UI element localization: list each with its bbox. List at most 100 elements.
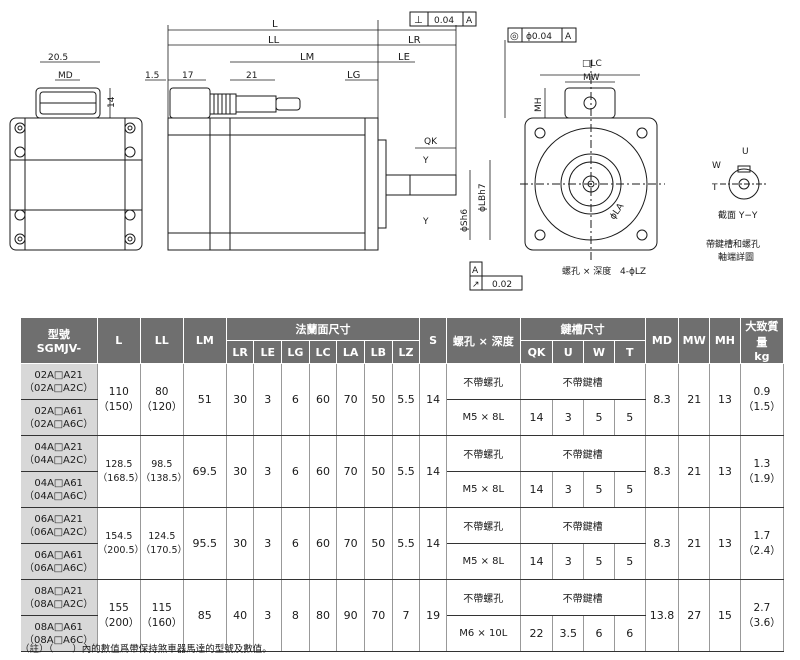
model-cell: 06A□A21（06A□A2C） xyxy=(20,507,98,544)
header-mass-label: 大致質量 xyxy=(745,320,779,349)
cell-U: 3 xyxy=(552,543,585,580)
cell-LR: 30 xyxy=(226,507,255,580)
cell-LG: 6 xyxy=(281,435,310,508)
dim-LM: LM xyxy=(300,52,314,63)
cell-LA: 70 xyxy=(336,435,365,508)
dim-17: 17 xyxy=(182,71,193,81)
cell-LE: 3 xyxy=(253,507,283,580)
cell-key-none: 不帶鍵槽 xyxy=(520,435,646,472)
cell-LC: 80 xyxy=(309,579,338,652)
section-note-1: 帶鍵槽和螺孔 xyxy=(706,238,760,250)
model-code: 04A□A61 xyxy=(34,477,83,489)
model-code: 02A□A21 xyxy=(34,369,83,381)
cell-LL: 115（160） xyxy=(140,579,184,652)
cell-L-brake: （200.5） xyxy=(97,544,144,556)
cell-T: 6 xyxy=(614,615,646,652)
header-MH: MH xyxy=(709,317,741,364)
dim-LR: LR xyxy=(408,35,421,46)
cell-mass: 1.7（2.4） xyxy=(740,507,785,580)
model-cell: 06A□A61（06A□A6C） xyxy=(20,543,98,580)
cell-mass-brake: （1.9） xyxy=(743,472,781,485)
cell-LZ: 5.5 xyxy=(392,363,421,436)
cell-mass-main: 0.9 xyxy=(753,385,771,398)
model-code-brake: （08A□A6C） xyxy=(24,634,94,646)
section-y-y xyxy=(720,165,768,200)
model-code: 06A□A21 xyxy=(34,513,83,525)
cell-LM: 95.5 xyxy=(183,507,227,580)
cell-screw-none: 不帶螺孔 xyxy=(446,435,521,472)
cell-QK: 14 xyxy=(520,543,554,580)
front-view xyxy=(520,60,665,260)
cell-LC: 60 xyxy=(309,507,338,580)
cell-screw: M5 × 8L xyxy=(446,399,521,436)
cell-LM: 85 xyxy=(183,579,227,652)
cell-L-main: 155 xyxy=(108,601,129,614)
cell-MD: 8.3 xyxy=(645,507,680,580)
lz-label: 4-ϕLZ xyxy=(620,267,646,277)
header-T: T xyxy=(613,340,646,364)
header-key: 鍵槽尺寸 xyxy=(519,317,646,341)
cell-key-none: 不帶鍵槽 xyxy=(520,363,646,400)
header-LE: LE xyxy=(253,340,283,364)
dim-T: T xyxy=(711,183,718,193)
dimension-lines xyxy=(40,20,640,240)
header-LG: LG xyxy=(281,340,310,364)
concentricity-symbol: ◎ xyxy=(510,31,519,42)
header-QK: QK xyxy=(519,340,554,364)
cell-LR: 30 xyxy=(226,435,255,508)
header-mass-unit: kg xyxy=(754,350,770,363)
dim-LE: LE xyxy=(398,52,410,63)
model-cell: 04A□A61（04A□A6C） xyxy=(20,471,98,508)
cell-LB: 50 xyxy=(364,363,393,436)
cell-L-brake: （150） xyxy=(98,400,140,413)
header-LC: LC xyxy=(308,340,338,364)
cell-QK: 22 xyxy=(520,615,554,652)
perp-value: 0.04 xyxy=(434,16,454,26)
dimension-drawing: L LL LM LR LE LG 20.5 MD 14 1.5 17 21 QK… xyxy=(9,11,768,291)
cell-LR: 40 xyxy=(226,579,255,652)
header-S: S xyxy=(419,317,447,364)
cell-mass-main: 1.3 xyxy=(753,457,771,470)
header-L: L xyxy=(96,317,141,364)
cell-screw: M6 × 10L xyxy=(446,615,521,652)
cell-LG: 6 xyxy=(281,507,310,580)
model-cell: 08A□A61（08A□A6C） xyxy=(20,615,98,652)
dim-W: W xyxy=(712,161,721,171)
cell-U: 3.5 xyxy=(552,615,585,652)
header-screw: 螺孔 × 深度 xyxy=(445,317,521,364)
dim-MH: MH xyxy=(534,97,544,112)
cell-MD: 13.8 xyxy=(645,579,680,652)
dim-LB: ϕLBh7 xyxy=(478,183,488,212)
cell-MH: 13 xyxy=(709,435,741,508)
cell-LA: 90 xyxy=(336,579,365,652)
cell-LA: 70 xyxy=(336,507,365,580)
cell-LC: 60 xyxy=(309,363,338,436)
cell-mass: 2.7（3.6） xyxy=(740,579,785,652)
header-LB: LB xyxy=(364,340,393,364)
cell-LZ: 5.5 xyxy=(392,435,421,508)
concentricity-datum: A xyxy=(565,32,572,42)
screw-depth-label: 螺孔 × 深度 xyxy=(562,265,611,277)
header-LZ: LZ xyxy=(391,340,421,364)
cell-L-main: 154.5 xyxy=(105,530,133,542)
cell-U: 3 xyxy=(552,399,585,436)
cell-LR: 30 xyxy=(226,363,255,436)
cell-W: 6 xyxy=(583,615,615,652)
model-code: 06A□A61 xyxy=(34,549,83,561)
cell-mass: 0.9（1.5） xyxy=(740,363,785,436)
model-cell: 04A□A21（04A□A2C） xyxy=(20,435,98,472)
cell-LL-main: 115 xyxy=(151,601,172,614)
dim-U: U xyxy=(742,147,749,157)
section-mark-Y-bottom: Y xyxy=(422,217,429,227)
cell-MW: 21 xyxy=(678,363,711,436)
rear-view xyxy=(9,87,143,251)
dim-S: ϕSh6 xyxy=(460,209,470,232)
section-title: 截面 Y−Y xyxy=(718,209,758,221)
dim-MW: MW xyxy=(583,73,600,83)
model-code-brake: （06A□A6C） xyxy=(24,562,94,574)
cell-LL-brake: （120） xyxy=(141,400,183,413)
header-LM: LM xyxy=(182,317,227,364)
cell-MD: 8.3 xyxy=(645,435,680,508)
